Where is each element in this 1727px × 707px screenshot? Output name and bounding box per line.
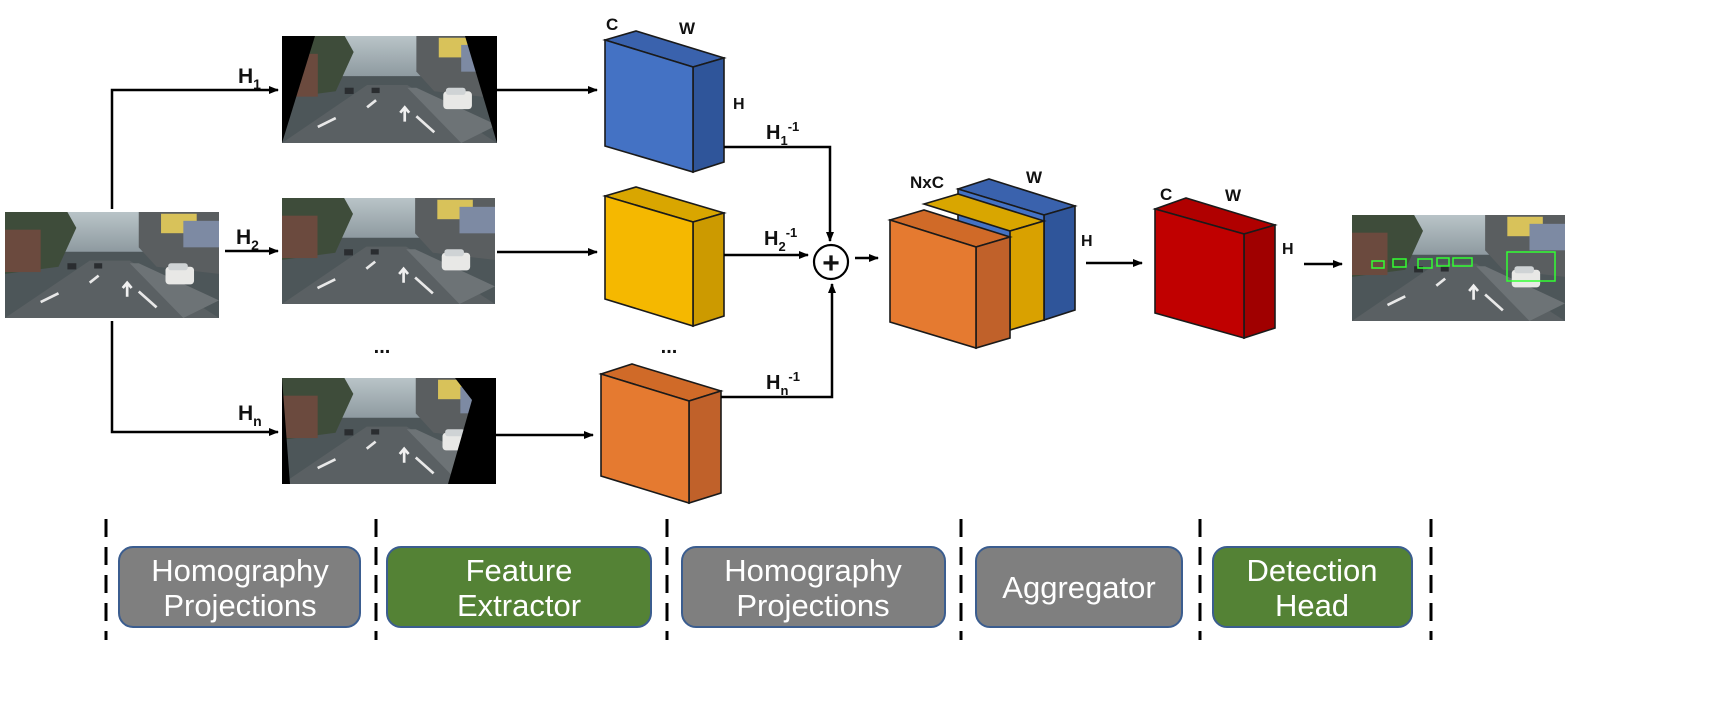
projected-image-1 — [282, 36, 497, 143]
aggregated-tensor — [887, 178, 1078, 350]
svg-text:Projections: Projections — [736, 588, 889, 623]
hn-inverse-label: Hn-1 — [766, 369, 800, 398]
aggregated-nc-label: NxC — [910, 173, 944, 192]
aggregated-h-label: H — [1081, 233, 1093, 250]
h1-label: H1 — [238, 65, 261, 92]
svg-text:Detection: Detection — [1247, 553, 1378, 588]
projected-image-n — [282, 378, 496, 484]
feature-h-label: H — [733, 96, 745, 113]
sum-node: + — [812, 243, 850, 281]
svg-text:+: + — [822, 247, 840, 280]
hn-label: Hn — [238, 402, 262, 429]
aggregator-to-head-arrows — [1086, 259, 1343, 268]
ellipsis-images: ... — [374, 336, 391, 358]
inverse-arrows — [721, 145, 879, 399]
detection-boxes — [1371, 251, 1556, 282]
feature-cube-2 — [602, 186, 727, 328]
image-to-feature-arrows — [496, 86, 598, 439]
stage-separators — [104, 519, 1433, 640]
feature-c-label: C — [606, 15, 618, 34]
feature-cube-n — [598, 363, 724, 505]
h1-inverse-label: H1-1 — [766, 119, 799, 148]
svg-text:Homography: Homography — [724, 553, 902, 588]
detection-head-cube — [1152, 197, 1278, 340]
h2-inverse-label: H2-1 — [764, 225, 797, 254]
projected-image-2 — [282, 198, 495, 304]
stage-homography-projections-2: Homography Projections — [681, 546, 946, 628]
feature-cube-1 — [602, 30, 727, 174]
input-image — [5, 212, 219, 318]
aggregated-w-label: W — [1026, 168, 1043, 187]
svg-text:Projections: Projections — [163, 588, 316, 623]
stage-homography-projections-1: Homography Projections — [118, 546, 361, 628]
feature-w-label: W — [679, 19, 696, 38]
stage-feature-extractor: Feature Extractor — [386, 546, 652, 628]
ellipsis-features: ... — [661, 336, 678, 358]
svg-text:Extractor: Extractor — [457, 588, 581, 623]
h2-label: H2 — [236, 226, 259, 253]
stage-detection-head: Detection Head — [1212, 546, 1413, 628]
head-w-label: W — [1225, 186, 1242, 205]
svg-text:Aggregator: Aggregator — [1002, 570, 1155, 605]
svg-text:Homography: Homography — [151, 553, 329, 588]
svg-text:Head: Head — [1275, 588, 1349, 623]
head-c-label: C — [1160, 185, 1172, 204]
output-image — [1352, 215, 1565, 321]
input-connectors — [110, 86, 279, 436]
svg-text:Feature: Feature — [466, 553, 573, 588]
head-h-label: H — [1282, 241, 1294, 258]
stage-aggregator: Aggregator — [975, 546, 1183, 628]
